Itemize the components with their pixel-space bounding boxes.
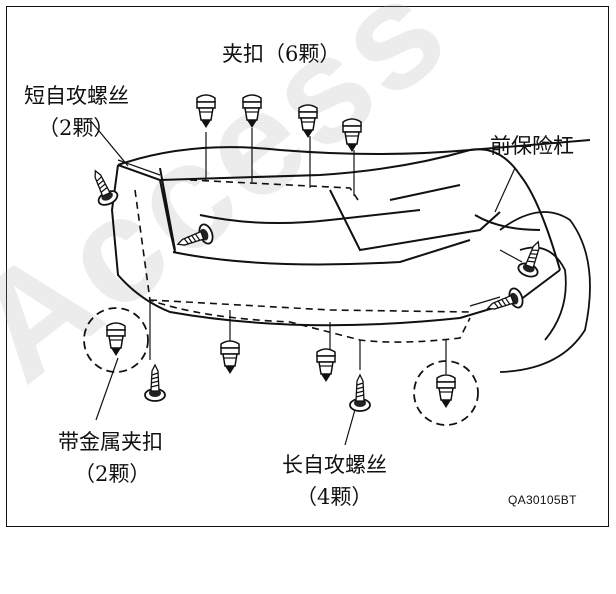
long-screw-right-2 bbox=[515, 237, 549, 280]
metal-clip-right bbox=[413, 360, 479, 426]
clip-top-3 bbox=[298, 104, 318, 139]
diagram-frame bbox=[6, 6, 609, 527]
clip-top-2 bbox=[242, 94, 262, 129]
label-metal-clip-qty: （2颗） bbox=[74, 462, 151, 486]
label-long-screw-qty: （4颗） bbox=[296, 485, 373, 509]
clip-lower-1 bbox=[220, 340, 240, 375]
clip-top-4 bbox=[342, 118, 362, 153]
dashed-bumper-edge bbox=[134, 179, 471, 343]
bumper-diagram bbox=[83, 94, 591, 446]
clip-lower-2 bbox=[316, 348, 336, 383]
long-screw-lower-left bbox=[144, 364, 166, 402]
long-screw-lower-mid bbox=[349, 374, 371, 412]
bumper-body bbox=[110, 139, 591, 327]
figure-code: QA30105BT bbox=[508, 493, 577, 507]
label-front-bumper: 前保险杠 bbox=[490, 134, 574, 158]
short-screw-left-bumper bbox=[173, 221, 216, 255]
label-metal-clip: 带金属夹扣 bbox=[58, 430, 163, 454]
metal-clip-left bbox=[83, 307, 149, 373]
label-short-screw-qty: （2颗） bbox=[38, 116, 115, 140]
label-clip-title: 夹扣（6颗） bbox=[222, 42, 341, 66]
clip-top-1 bbox=[196, 94, 216, 129]
long-screw-right-1 bbox=[483, 285, 526, 319]
label-short-screw: 短自攻螺丝 bbox=[24, 84, 129, 108]
leader-lines bbox=[89, 119, 523, 446]
label-long-screw: 长自攻螺丝 bbox=[282, 453, 387, 477]
